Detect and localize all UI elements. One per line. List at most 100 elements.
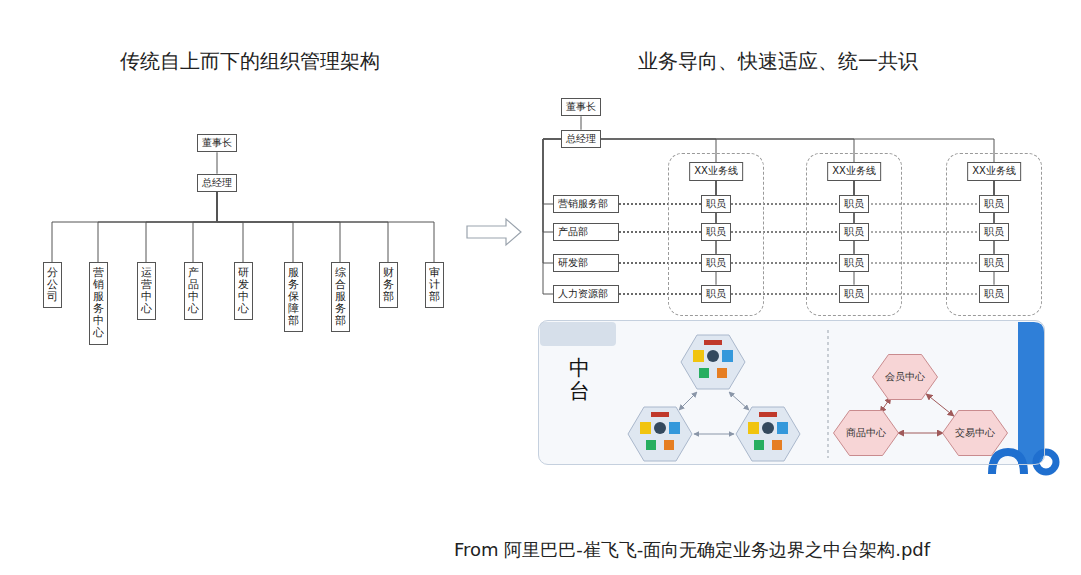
icon-figure	[754, 440, 764, 450]
middle-platform-panel: 中台会员中心商品中心交易中心	[538, 320, 1045, 465]
icon-figure	[772, 440, 782, 450]
function-box: 营销服务部	[553, 195, 619, 214]
department-box: 分公司	[43, 262, 62, 308]
function-box: 人力资源部	[553, 285, 619, 304]
business-line-region: XX业务线职员职员职员职员	[946, 153, 1042, 316]
icon-figure	[693, 350, 704, 362]
hexagon-label: 交易中心	[955, 426, 995, 440]
staff-box: 职员	[701, 223, 731, 242]
leader-box: 董事长	[561, 98, 601, 117]
vertical-label: 运营中心	[141, 267, 152, 315]
connector-line	[601, 139, 994, 162]
logo-stroke	[992, 452, 1024, 474]
icon-link	[679, 392, 697, 410]
dotted-connector	[619, 263, 979, 264]
dotted-connector	[619, 204, 979, 205]
box-label: 董事长	[202, 137, 232, 150]
icon-bar	[704, 340, 722, 345]
icon-figure	[707, 350, 719, 362]
vertical-label: 营销服务中心	[93, 267, 104, 340]
connector-line	[146, 192, 217, 262]
manager-box: 总经理	[197, 174, 237, 193]
department-box: 审计部	[425, 262, 444, 308]
connector-line	[601, 139, 716, 162]
vertical-label: 综合服务部	[335, 267, 346, 327]
department-box: 营销服务中心	[89, 262, 108, 345]
department-box: 产品中心	[184, 262, 203, 320]
connector-line	[217, 192, 293, 262]
staff-box: 职员	[839, 285, 869, 304]
center-hexagon: 商品中心	[833, 410, 899, 456]
hexagon-outline	[873, 355, 938, 400]
vertical-label: 研发中心	[238, 267, 249, 315]
staff-box: 职员	[839, 223, 869, 242]
box-label: 职员	[844, 288, 864, 301]
department-box: 财务部	[379, 262, 398, 308]
box-label: 营销服务部	[558, 198, 614, 211]
business-line-region: XX业务线职员职员职员职员	[668, 153, 764, 316]
connector-line	[217, 192, 340, 262]
staff-box: 职员	[979, 285, 1009, 304]
connector-line	[217, 192, 388, 262]
hexagon-label: 商品中心	[846, 426, 886, 440]
vertical-label: 分公司	[47, 267, 58, 303]
dotted-connector	[619, 232, 979, 233]
connector-line	[217, 152, 218, 174]
leader-box: 董事长	[197, 134, 237, 153]
icon-bar	[651, 412, 669, 417]
connector-line	[581, 116, 582, 130]
staff-box: 职员	[839, 195, 869, 214]
hexagon-outline	[681, 335, 745, 389]
icon-hexagon	[681, 335, 745, 389]
chart-title: 传统自上而下的组织管理架构	[120, 48, 380, 75]
department-box: 运营中心	[137, 262, 156, 320]
staff-box: 职员	[701, 285, 731, 304]
icon-figure	[699, 368, 709, 378]
staff-box: 职员	[979, 223, 1009, 242]
box-label: 总经理	[202, 177, 232, 190]
panel-divider	[828, 330, 829, 458]
panel-tab	[540, 322, 616, 346]
business-line-header: XX业务线	[689, 162, 743, 181]
function-box: 研发部	[553, 254, 619, 273]
connector-line	[217, 192, 434, 262]
box-label: 职员	[844, 226, 864, 239]
box-label: 职员	[844, 257, 864, 270]
connector-line	[217, 192, 243, 262]
dotted-connector	[619, 294, 979, 295]
box-label: 研发部	[558, 257, 614, 270]
connector-line	[601, 139, 854, 162]
box-label: 职员	[706, 198, 726, 211]
icon-hexagon	[628, 407, 692, 461]
icon-link	[729, 392, 749, 410]
box-label: 产品部	[558, 226, 614, 239]
box-label: 职员	[984, 226, 1004, 239]
hollow-arrow	[467, 219, 521, 245]
connector-line	[52, 192, 217, 262]
staff-box: 职员	[701, 195, 731, 214]
transition-arrow	[467, 219, 521, 245]
icon-link	[694, 434, 734, 435]
icon-figure	[748, 422, 759, 434]
hexagon-outline	[628, 407, 692, 461]
icon-figure	[669, 422, 680, 434]
box-label: 职员	[706, 288, 726, 301]
box-label: 人力资源部	[558, 288, 614, 301]
vertical-label: 财务部	[383, 267, 394, 303]
hexagon-outline	[834, 411, 899, 456]
vertical-label: 审计部	[429, 267, 440, 303]
box-label: 职员	[984, 198, 1004, 211]
staff-box: 职员	[701, 254, 731, 273]
function-box: 产品部	[553, 223, 619, 242]
icon-figure	[717, 368, 727, 378]
manager-box: 总经理	[561, 130, 601, 149]
vertical-label: 产品中心	[188, 267, 199, 315]
panel-fill	[538, 320, 1045, 465]
connector-line	[926, 394, 954, 416]
connector-line	[543, 139, 561, 232]
hexagon-label: 会员中心	[885, 370, 925, 384]
hexagon-outline	[736, 407, 800, 461]
